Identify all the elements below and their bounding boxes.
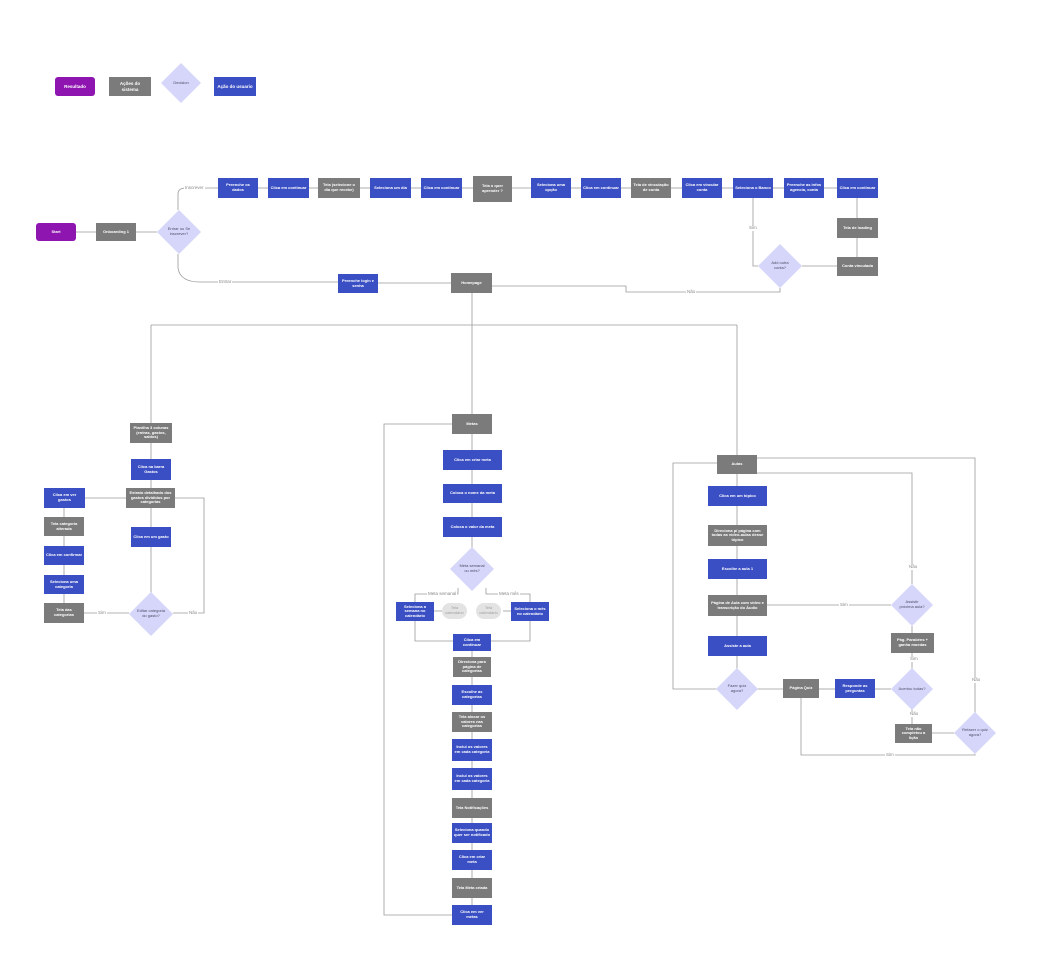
link-account-node: Clica em vincular conta <box>682 178 722 198</box>
choose-categories-node: Escolhe as categorias <box>452 685 492 705</box>
decision-quiz-now: Fazer quiz agora? <box>716 668 758 710</box>
label-inscrever: Inscrever <box>184 185 205 191</box>
label-nao-correct: Não <box>909 711 920 717</box>
continue-1-node: Clica em continuar <box>268 178 309 198</box>
goal-created-node: Tela Meta criada <box>452 878 492 898</box>
detailed-statement-node: Extrato detalhado dos gastos divididos p… <box>126 488 175 508</box>
lesson-incomplete-node: Tela não completou a lição <box>895 724 932 743</box>
create-goal-2-node: Clica em criar meta <box>452 850 492 870</box>
account-linked-node: Conta vinculada <box>837 257 878 276</box>
allocate-values-node: Tela alocar os valores nas categorias <box>452 712 492 732</box>
label-nao-edit: Não <box>188 610 199 616</box>
goal-value-node: Coloca o valor da meta <box>443 517 502 537</box>
categories-page-node: Direciona para página de categorias <box>453 657 491 677</box>
create-goal-node: Clica em criar meta <box>443 450 502 470</box>
label-nao-add: Não <box>686 289 697 295</box>
calendar-placeholder-left: Tela calendário <box>442 603 467 619</box>
decision-all-correct: Acertou todas? <box>891 668 933 710</box>
fill-bank-info-node: Preenche as infos agencia, conta <box>784 178 824 198</box>
legend-decision: Decision <box>161 63 201 103</box>
legend-result: Resultado <box>55 77 95 96</box>
select-category-node: Seleciona uma categoria <box>44 575 84 594</box>
legend-system-action: Ações do sistema <box>109 77 151 96</box>
continue-4-node: Clica em continuar <box>837 178 878 198</box>
label-nao-next: Não <box>908 564 919 570</box>
choose-lesson-node: Escolhe a aula 1 <box>708 559 767 579</box>
view-goals-node: Clica em ver metas <box>452 905 492 925</box>
select-month-node: Seleciona o mês no calendário <box>511 602 549 621</box>
click-topic-node: Clica em um tópico <box>708 486 767 506</box>
decision-enter-signup: Entrar ou Se inscrever? <box>157 210 201 254</box>
label-nao-retry: Não <box>971 677 982 683</box>
link-account-screen-node: Tela de vinculação de conta <box>631 178 671 198</box>
homepage-node: Homepage <box>451 273 492 293</box>
legend-user-action: Ação do usuario <box>214 77 256 96</box>
goals-node: Metas <box>452 414 492 434</box>
continue-2-node: Clica em continuar <box>421 178 462 198</box>
onboarding-1-node: Onboarding 1 <box>96 223 136 241</box>
decision-edit-category: Editar categoria do gasto? <box>129 592 173 636</box>
select-week-node: Seleciona a semana no calendário <box>396 602 434 621</box>
click-expenses-bar-node: Clica na barra Gastos <box>131 459 171 480</box>
decision-next-lesson: Assistir próxima aula? <box>891 584 933 626</box>
fill-login-node: Preenche login e senha <box>338 274 378 293</box>
start-node: Start <box>36 223 76 241</box>
select-day-screen-node: Tela (selecione o dia que recebe) <box>318 178 360 198</box>
include-values-2-node: Inclui os valores em cada categoria <box>452 768 492 790</box>
topic-lessons-page-node: Direciona p/ página com todas as vídeo-a… <box>708 525 767 546</box>
notifications-screen-node: Tela Notificações <box>452 798 492 818</box>
select-option-node: Seleciona uma opção <box>531 178 571 198</box>
label-weekly-goal: Meta semanal <box>427 591 458 597</box>
loading-screen-node: Tela de loading <box>837 218 878 238</box>
spreadsheet-node: Planilha 3 colunas (entras, gastos, sald… <box>130 423 172 443</box>
include-values-1-node: Inclui os valores em cada categoria <box>452 739 492 761</box>
click-view-expenses-node: Clica em ver gastos <box>44 488 85 508</box>
lessons-node: Aulas <box>717 455 757 474</box>
category-changed-node: Tela categoria alterada <box>44 517 84 536</box>
lesson-page-node: Página de Aula com vídeo e transcrição d… <box>708 595 767 616</box>
fill-data-node: Preenche os dados <box>218 178 258 198</box>
goal-name-node: Coloca o nome da meta <box>443 484 502 503</box>
label-entrar: Entrar <box>218 279 233 285</box>
label-sim-edit: Sim <box>97 610 107 616</box>
congrats-page-node: Pág. Parabéns + ganha moedas <box>891 633 934 653</box>
answer-questions-node: Responde as perguntas <box>835 679 875 698</box>
click-confirm-node: Clica em confirmar <box>44 546 84 565</box>
calendar-placeholder-right: Tela calendário <box>476 603 501 619</box>
label-sim-retry: Sim <box>885 752 895 758</box>
decision-retry-quiz: Refazer o quiz agora? <box>954 712 996 754</box>
watch-lesson-node: Assiste a aula <box>708 636 767 656</box>
select-day-node: Seleciona um dia <box>370 178 411 198</box>
categories-screen-node: Tela das categorias <box>44 603 84 623</box>
click-expense-node: Clica em um gasto <box>131 527 171 547</box>
decision-add-account: Add outra conta? <box>758 244 802 288</box>
label-sim-next: Sim <box>839 602 849 608</box>
label-sim-correct: Sim <box>909 656 919 662</box>
label-monthly-goal: Meta mês <box>498 591 520 597</box>
learn-screen-node: Tela o quer aprender ? <box>473 176 512 202</box>
label-sim-add: Sim <box>748 225 758 231</box>
decision-goal-period: Meta semanal ou mês? <box>450 547 494 591</box>
quiz-page-node: Página Quiz <box>783 679 819 698</box>
select-bank-node: Seleciona o Banco <box>733 178 773 198</box>
select-notification-node: Seleciona quando quer ser notificado <box>452 823 492 843</box>
continue-3-node: Clica em continuar <box>581 178 621 198</box>
goal-continue-node: Clica em continuar <box>453 634 491 651</box>
